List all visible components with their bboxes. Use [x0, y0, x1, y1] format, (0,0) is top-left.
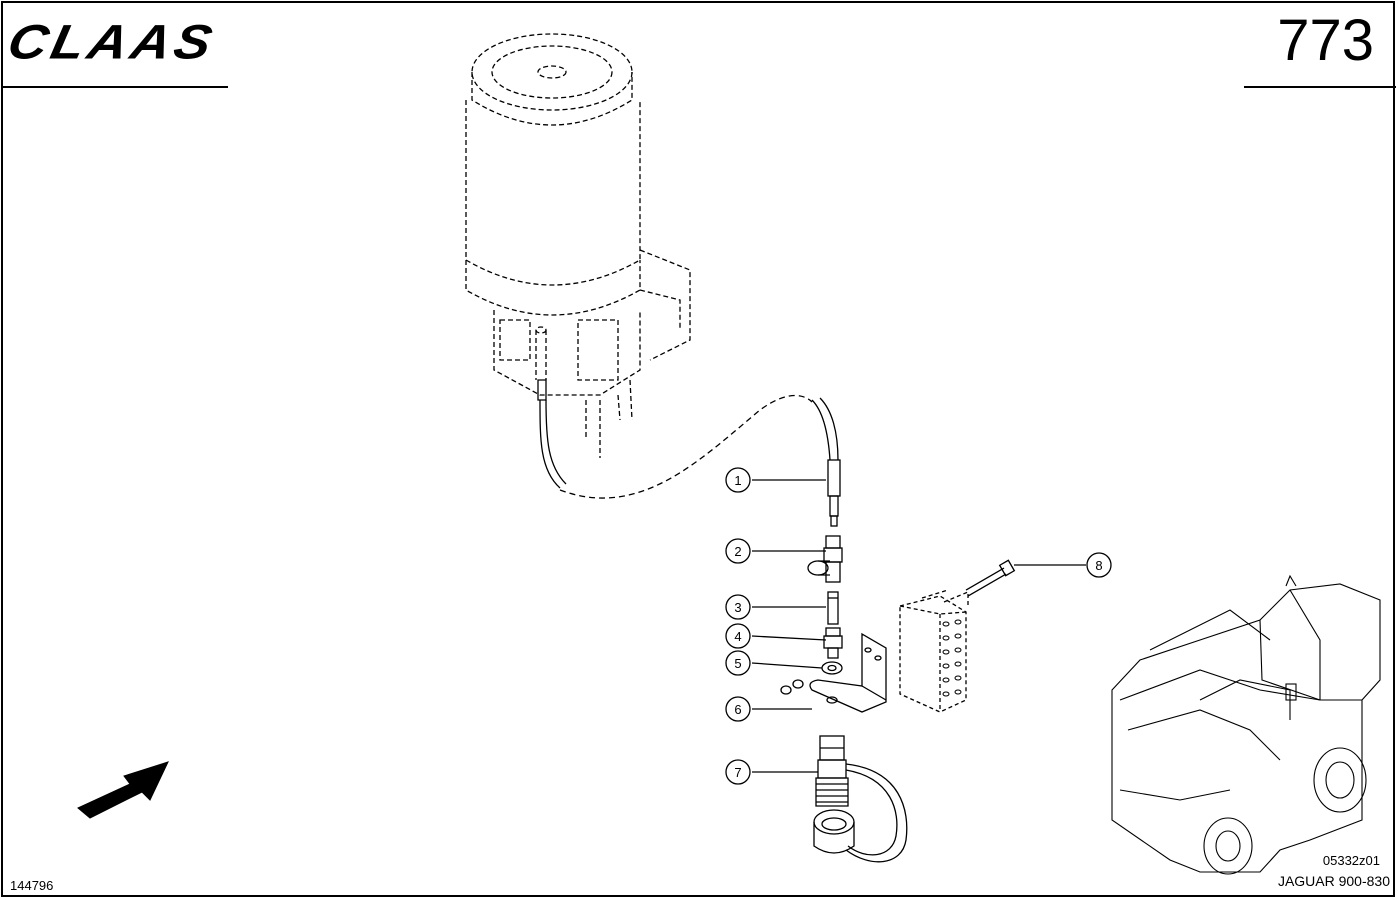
svg-text:4: 4 — [734, 629, 741, 644]
callout-1: 1 — [725, 467, 751, 493]
harvester-icon — [1111, 574, 1381, 875]
document-id: 144796 — [10, 878, 54, 893]
bracket-part — [780, 632, 887, 713]
reservoir-ghost — [465, 33, 691, 458]
svg-text:7: 7 — [734, 765, 741, 780]
machine-model: JAGUAR 900-830 — [1277, 873, 1390, 889]
svg-text:5: 5 — [734, 656, 741, 671]
svg-text:2: 2 — [734, 544, 741, 559]
callout-3: 3 — [725, 594, 751, 620]
svg-text:1: 1 — [734, 473, 741, 488]
leader-lines — [751, 479, 1086, 773]
svg-text:6: 6 — [734, 702, 741, 717]
callout-4: 4 — [725, 623, 751, 649]
arrow-icon — [77, 761, 169, 819]
svg-text:3: 3 — [734, 600, 741, 615]
coupling-part — [813, 735, 908, 863]
header-rule-left — [2, 86, 228, 88]
distributor-ports — [942, 619, 962, 697]
distributor-block-ghost — [899, 589, 969, 713]
bolt-part — [965, 559, 1016, 597]
callout-7: 7 — [725, 759, 751, 785]
callout-6: 6 — [725, 696, 751, 722]
svg-text:8: 8 — [1095, 558, 1102, 573]
washer-part — [821, 661, 843, 675]
connector-part — [823, 627, 843, 659]
lube-hose — [537, 379, 841, 527]
callout-5: 5 — [725, 650, 751, 676]
drawing-code: 05332z01 — [1322, 853, 1380, 868]
tube-part — [827, 591, 839, 625]
page-number: 773 — [1277, 8, 1374, 73]
tee-fitting — [807, 535, 843, 583]
callout-8: 8 — [1086, 552, 1112, 578]
callout-2: 2 — [725, 538, 751, 564]
header-rule-right — [1244, 86, 1396, 88]
